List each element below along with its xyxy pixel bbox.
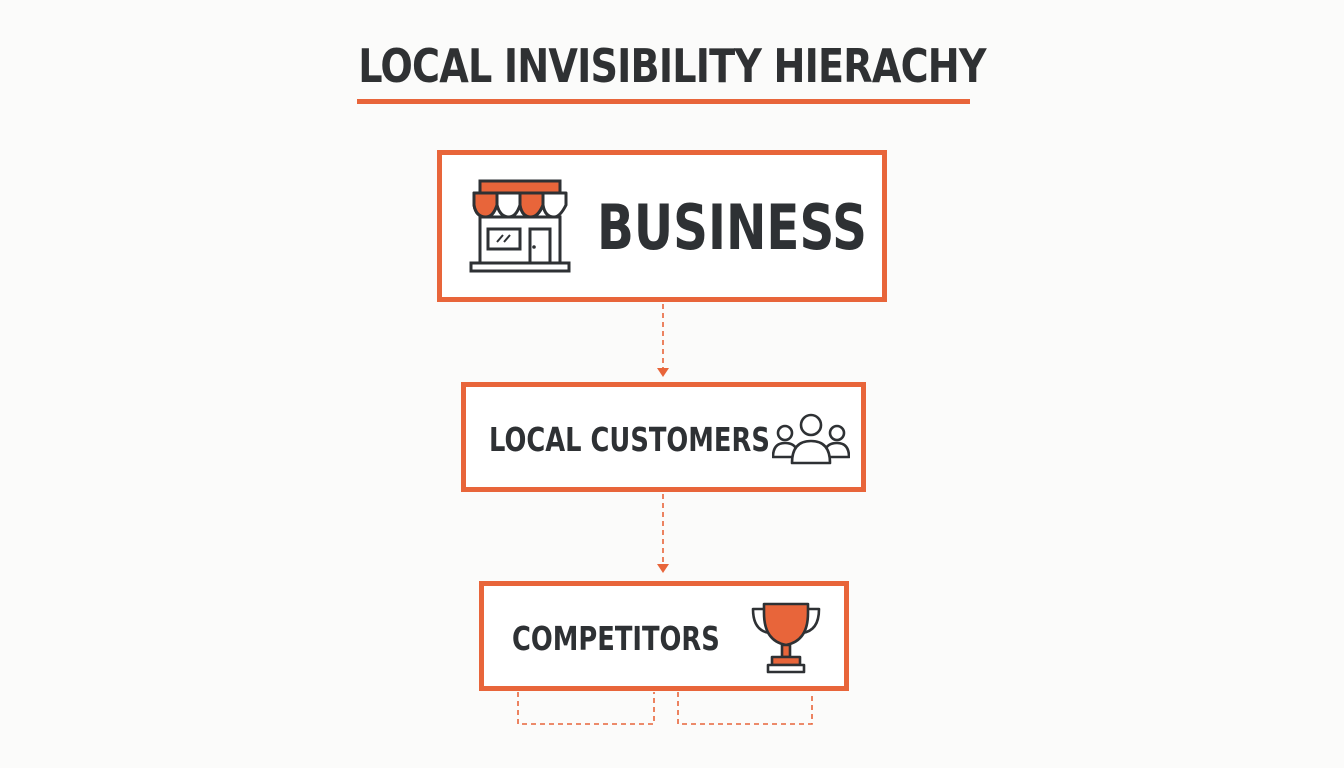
- trophy-icon: [751, 602, 821, 674]
- people-group-icon: [772, 413, 850, 465]
- node-competitors-label: COMPETITORS: [512, 619, 720, 658]
- node-business-label: BUSINESS: [597, 191, 867, 264]
- node-competitors: COMPETITORS: [479, 581, 849, 691]
- storefront-icon: [469, 179, 571, 273]
- node-local-customers-label: LOCAL CUSTOMERS: [489, 420, 770, 459]
- title-underline: [357, 99, 970, 104]
- connector-competitors-left-branch: [517, 692, 655, 725]
- diagram-title: LOCAL INVISIBILITY HIERACHY: [358, 39, 986, 93]
- node-business: BUSINESS: [437, 150, 887, 302]
- node-local-customers: LOCAL CUSTOMERS: [461, 382, 866, 492]
- connector-competitors-right-branch: [677, 692, 813, 725]
- arrowhead-to-customers: [657, 368, 669, 377]
- arrowhead-to-competitors: [657, 564, 669, 573]
